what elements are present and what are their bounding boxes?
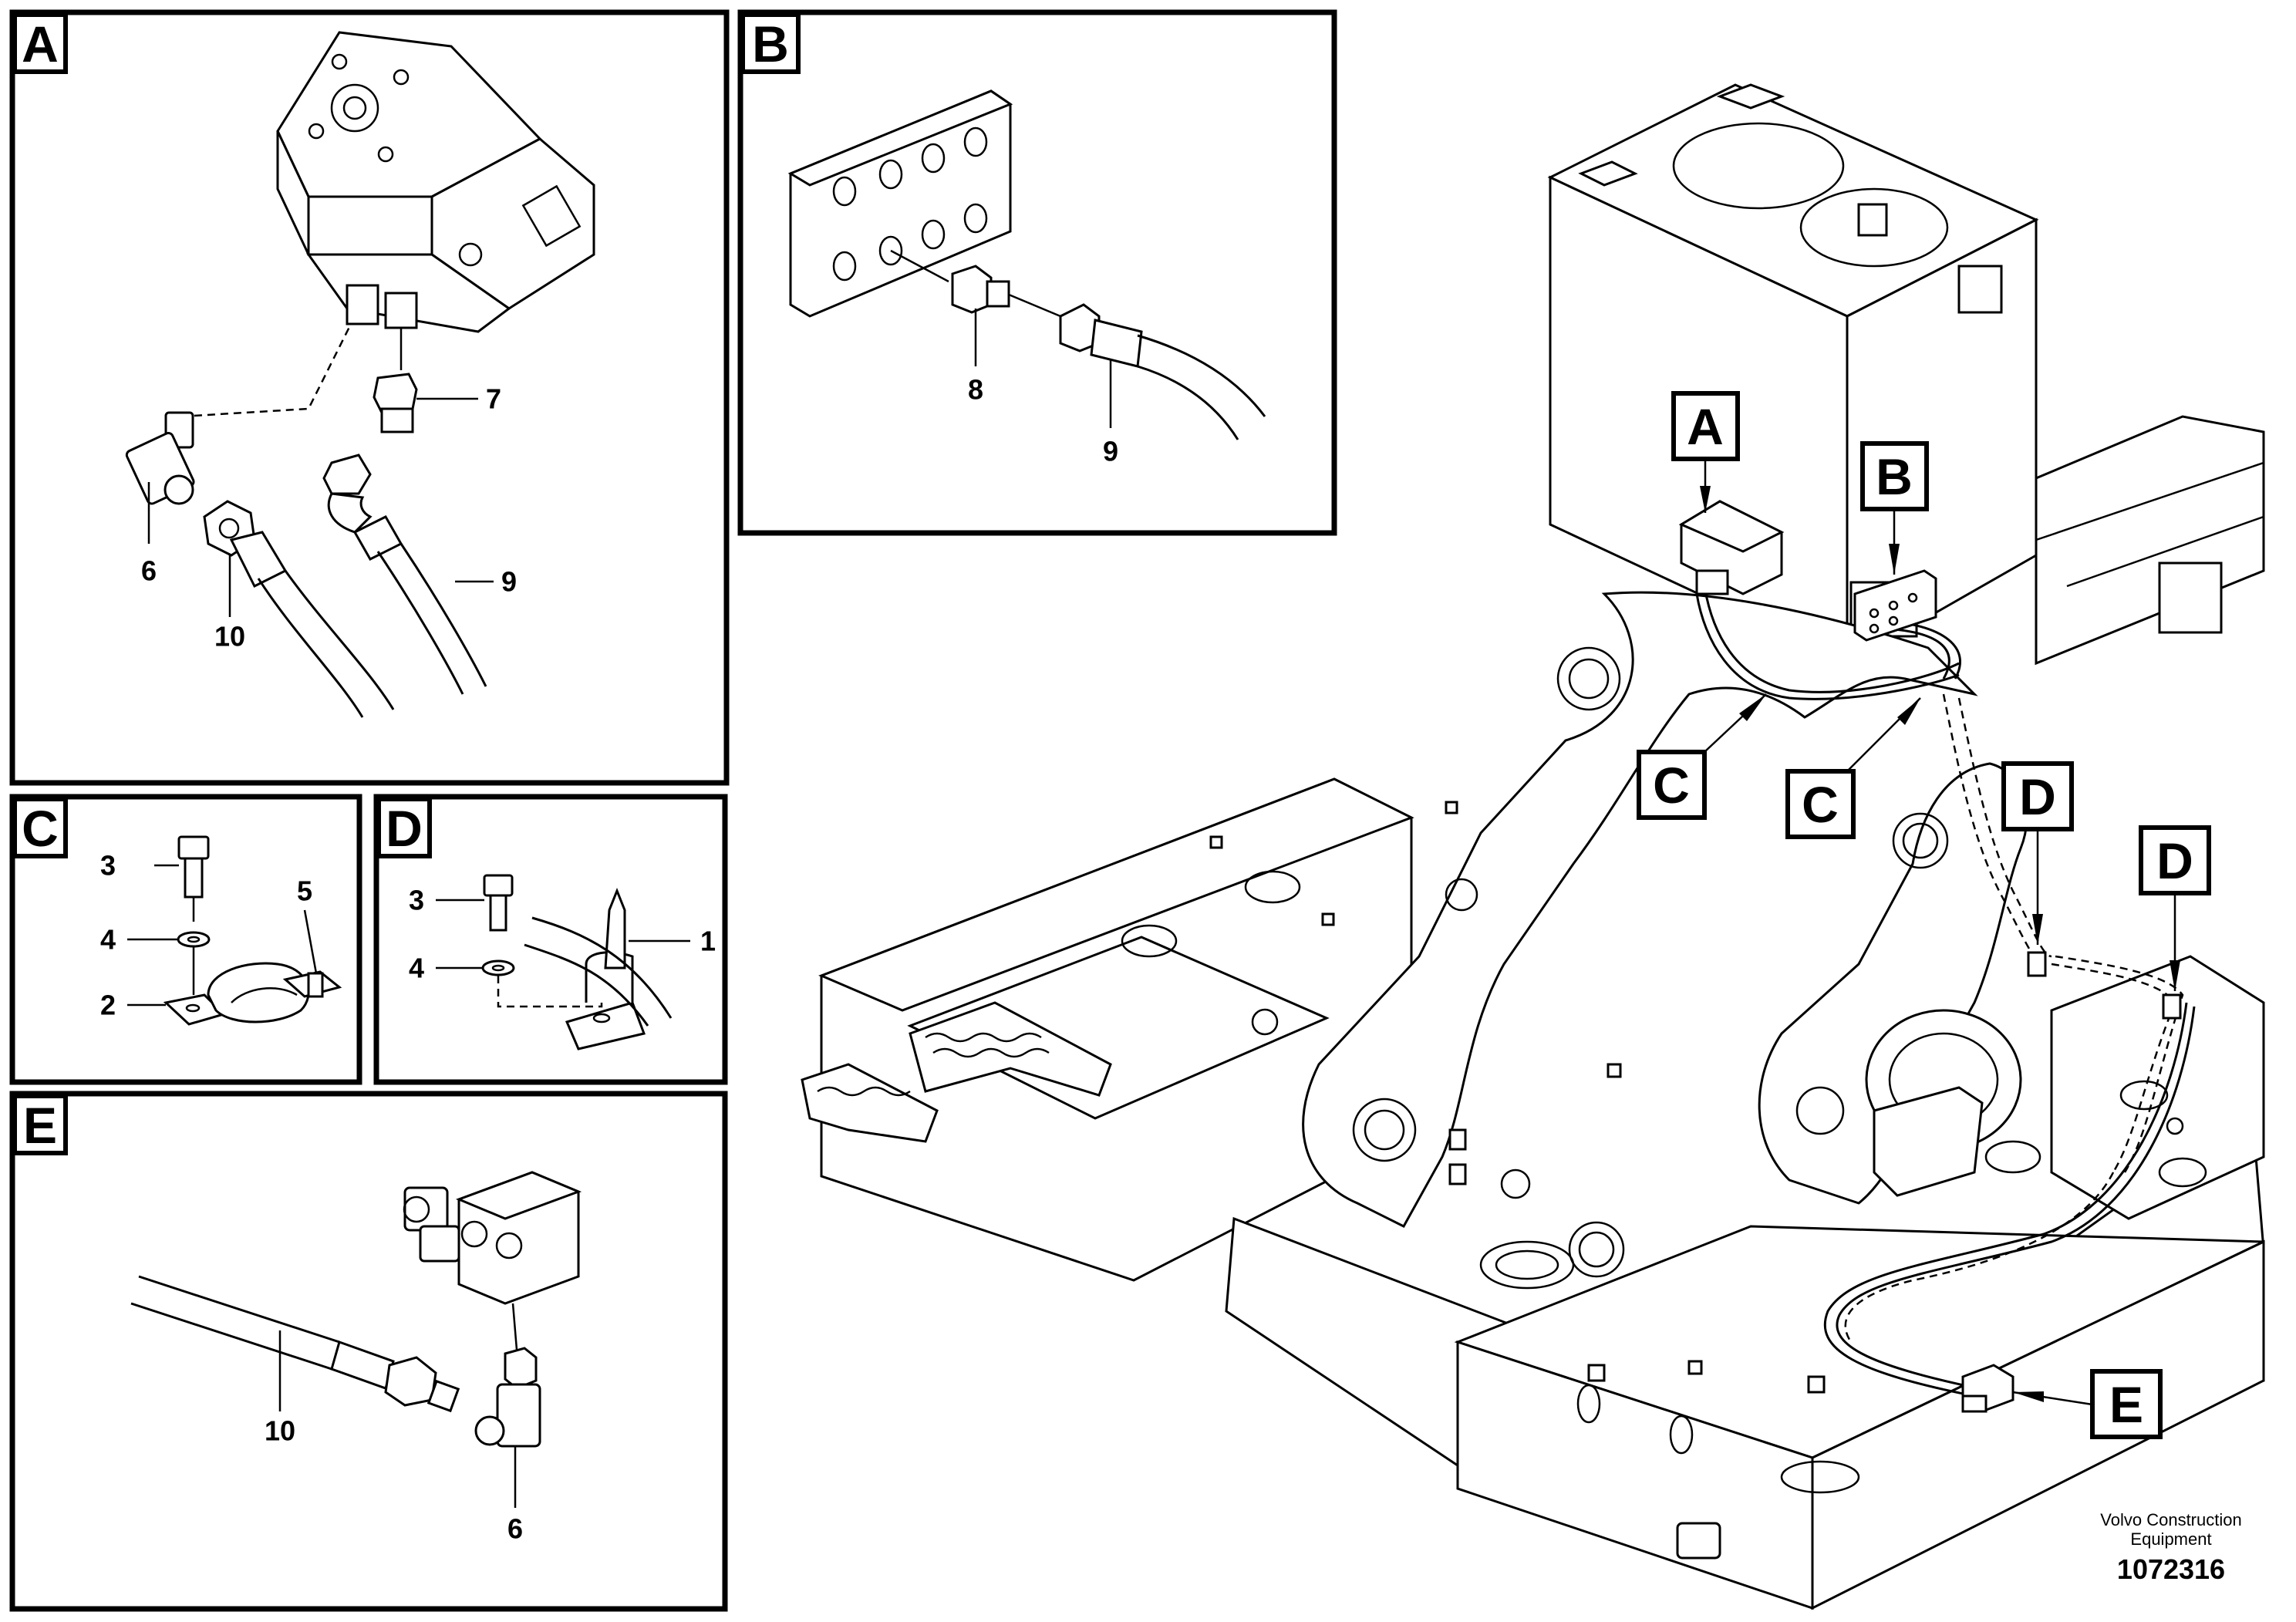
- hose-10: [229, 531, 395, 718]
- svg-text:A: A: [1687, 398, 1724, 455]
- panel-e: E 10 6: [9, 1091, 728, 1612]
- panel-e-tag-box: [12, 1094, 68, 1155]
- panel-a-dash-1: [180, 323, 352, 418]
- panel-b-axis-line: [890, 249, 949, 283]
- access-step: [801, 1001, 1112, 1143]
- panel-e-axis: [511, 1303, 518, 1351]
- bolt-3d: [483, 874, 514, 932]
- fitting-elbow-6: [125, 411, 195, 505]
- panel-e-frame: [9, 1091, 728, 1612]
- callout-10e: 10: [265, 1415, 295, 1447]
- svg-text:C: C: [1653, 757, 1690, 814]
- panel-b-axis-line-2: [1008, 293, 1061, 318]
- svg-text:D: D: [2019, 768, 2056, 825]
- svg-text:C: C: [1802, 776, 1839, 833]
- panel-a-tag-box: [12, 12, 68, 74]
- callout-5: 5: [297, 875, 312, 907]
- drawing-number: 1072316: [2117, 1553, 2225, 1585]
- overview-tag-e: E: [2012, 1369, 2163, 1439]
- panel-d-dash: [497, 976, 603, 1008]
- overview-valve-e: [1961, 1364, 2014, 1413]
- panel-c: C 3 4 2 5: [9, 794, 362, 1085]
- callout-6: 6: [141, 555, 157, 587]
- washer-4: [177, 931, 211, 948]
- fitting-elbow-6e: [474, 1347, 541, 1448]
- panel-a-frame: [9, 9, 730, 786]
- bulkhead-fitting-8: [951, 265, 1010, 314]
- overview-tag-d2: D: [2139, 825, 2211, 991]
- panel-a: A: [9, 9, 730, 786]
- hose-10e: [130, 1275, 460, 1413]
- callout-1: 1: [700, 926, 716, 957]
- overview-tag-c2: C: [1785, 697, 1921, 839]
- bulkhead-plate: [787, 89, 1013, 318]
- callout-9b: 9: [1103, 436, 1118, 467]
- panel-c-frame: [9, 794, 362, 1085]
- callout-6e: 6: [507, 1513, 523, 1545]
- svg-text:B: B: [1876, 448, 1913, 505]
- panel-c-tag-box: [12, 797, 68, 858]
- callout-9: 9: [501, 566, 517, 598]
- panel-a-tag: A: [22, 15, 59, 73]
- boom-mount: [1302, 591, 2028, 1278]
- callout-3c: 3: [100, 850, 116, 882]
- panel-b: B 8 9: [737, 9, 1337, 536]
- hose-9-b: [1059, 303, 1266, 440]
- left-deck: [818, 777, 1458, 1282]
- machine-overview: A B C C D D: [801, 83, 2265, 1610]
- panel-b-tag: B: [752, 15, 789, 73]
- callout-10: 10: [214, 621, 245, 653]
- panel-d-tag: D: [386, 800, 423, 857]
- hose-clamp-2: [163, 962, 310, 1026]
- svg-text:E: E: [2109, 1376, 2143, 1433]
- credit-line-1: Volvo Construction: [2100, 1510, 2241, 1529]
- swivel-9: [322, 454, 487, 695]
- callout-8: 8: [968, 374, 983, 406]
- callout-7: 7: [486, 383, 501, 415]
- panel-d-hose-1: [531, 916, 673, 1019]
- overview-tag-c1: C: [1637, 693, 1767, 820]
- panel-d: D 3 4 1: [373, 794, 728, 1085]
- callout-5-leader: [303, 909, 318, 974]
- callout-4d: 4: [409, 953, 424, 984]
- adapter-7: [373, 373, 418, 433]
- bolt-3: [177, 835, 210, 899]
- overview-tag-b: B: [1860, 441, 1929, 575]
- hydraulic-tank: [1547, 83, 2039, 666]
- overview-tag-a: A: [1671, 391, 1740, 513]
- panel-b-frame: [737, 9, 1337, 536]
- panel-c-tag: C: [22, 800, 59, 857]
- overview-plate-b: [1853, 569, 1937, 642]
- rear-box: [1454, 1225, 2265, 1610]
- callout-3d: 3: [409, 885, 424, 916]
- callout-2: 2: [100, 990, 116, 1021]
- panel-d-hose-2: [524, 943, 649, 1027]
- hose-bracket-1: [565, 887, 646, 1050]
- panel-b-tag-box: [740, 12, 801, 74]
- solenoid-valve: [403, 1171, 582, 1305]
- strap-5: [282, 970, 342, 998]
- overview-tag-d1: D: [2001, 761, 2074, 945]
- panel-d-tag-box: [376, 797, 432, 858]
- svg-text:D: D: [2156, 832, 2193, 889]
- washer-4d: [481, 959, 515, 976]
- footer: Volvo Construction Equipment 1072316: [2100, 1510, 2241, 1585]
- callout-4c: 4: [100, 924, 116, 956]
- panel-e-tag: E: [23, 1097, 57, 1154]
- valve-block: [276, 31, 595, 333]
- credit-line-2: Equipment: [2130, 1529, 2211, 1549]
- overview-valve-a: [1678, 500, 1785, 595]
- panel-d-frame: [373, 794, 728, 1085]
- rear-frame: [2035, 415, 2265, 666]
- hose-routing: [1695, 585, 2196, 1398]
